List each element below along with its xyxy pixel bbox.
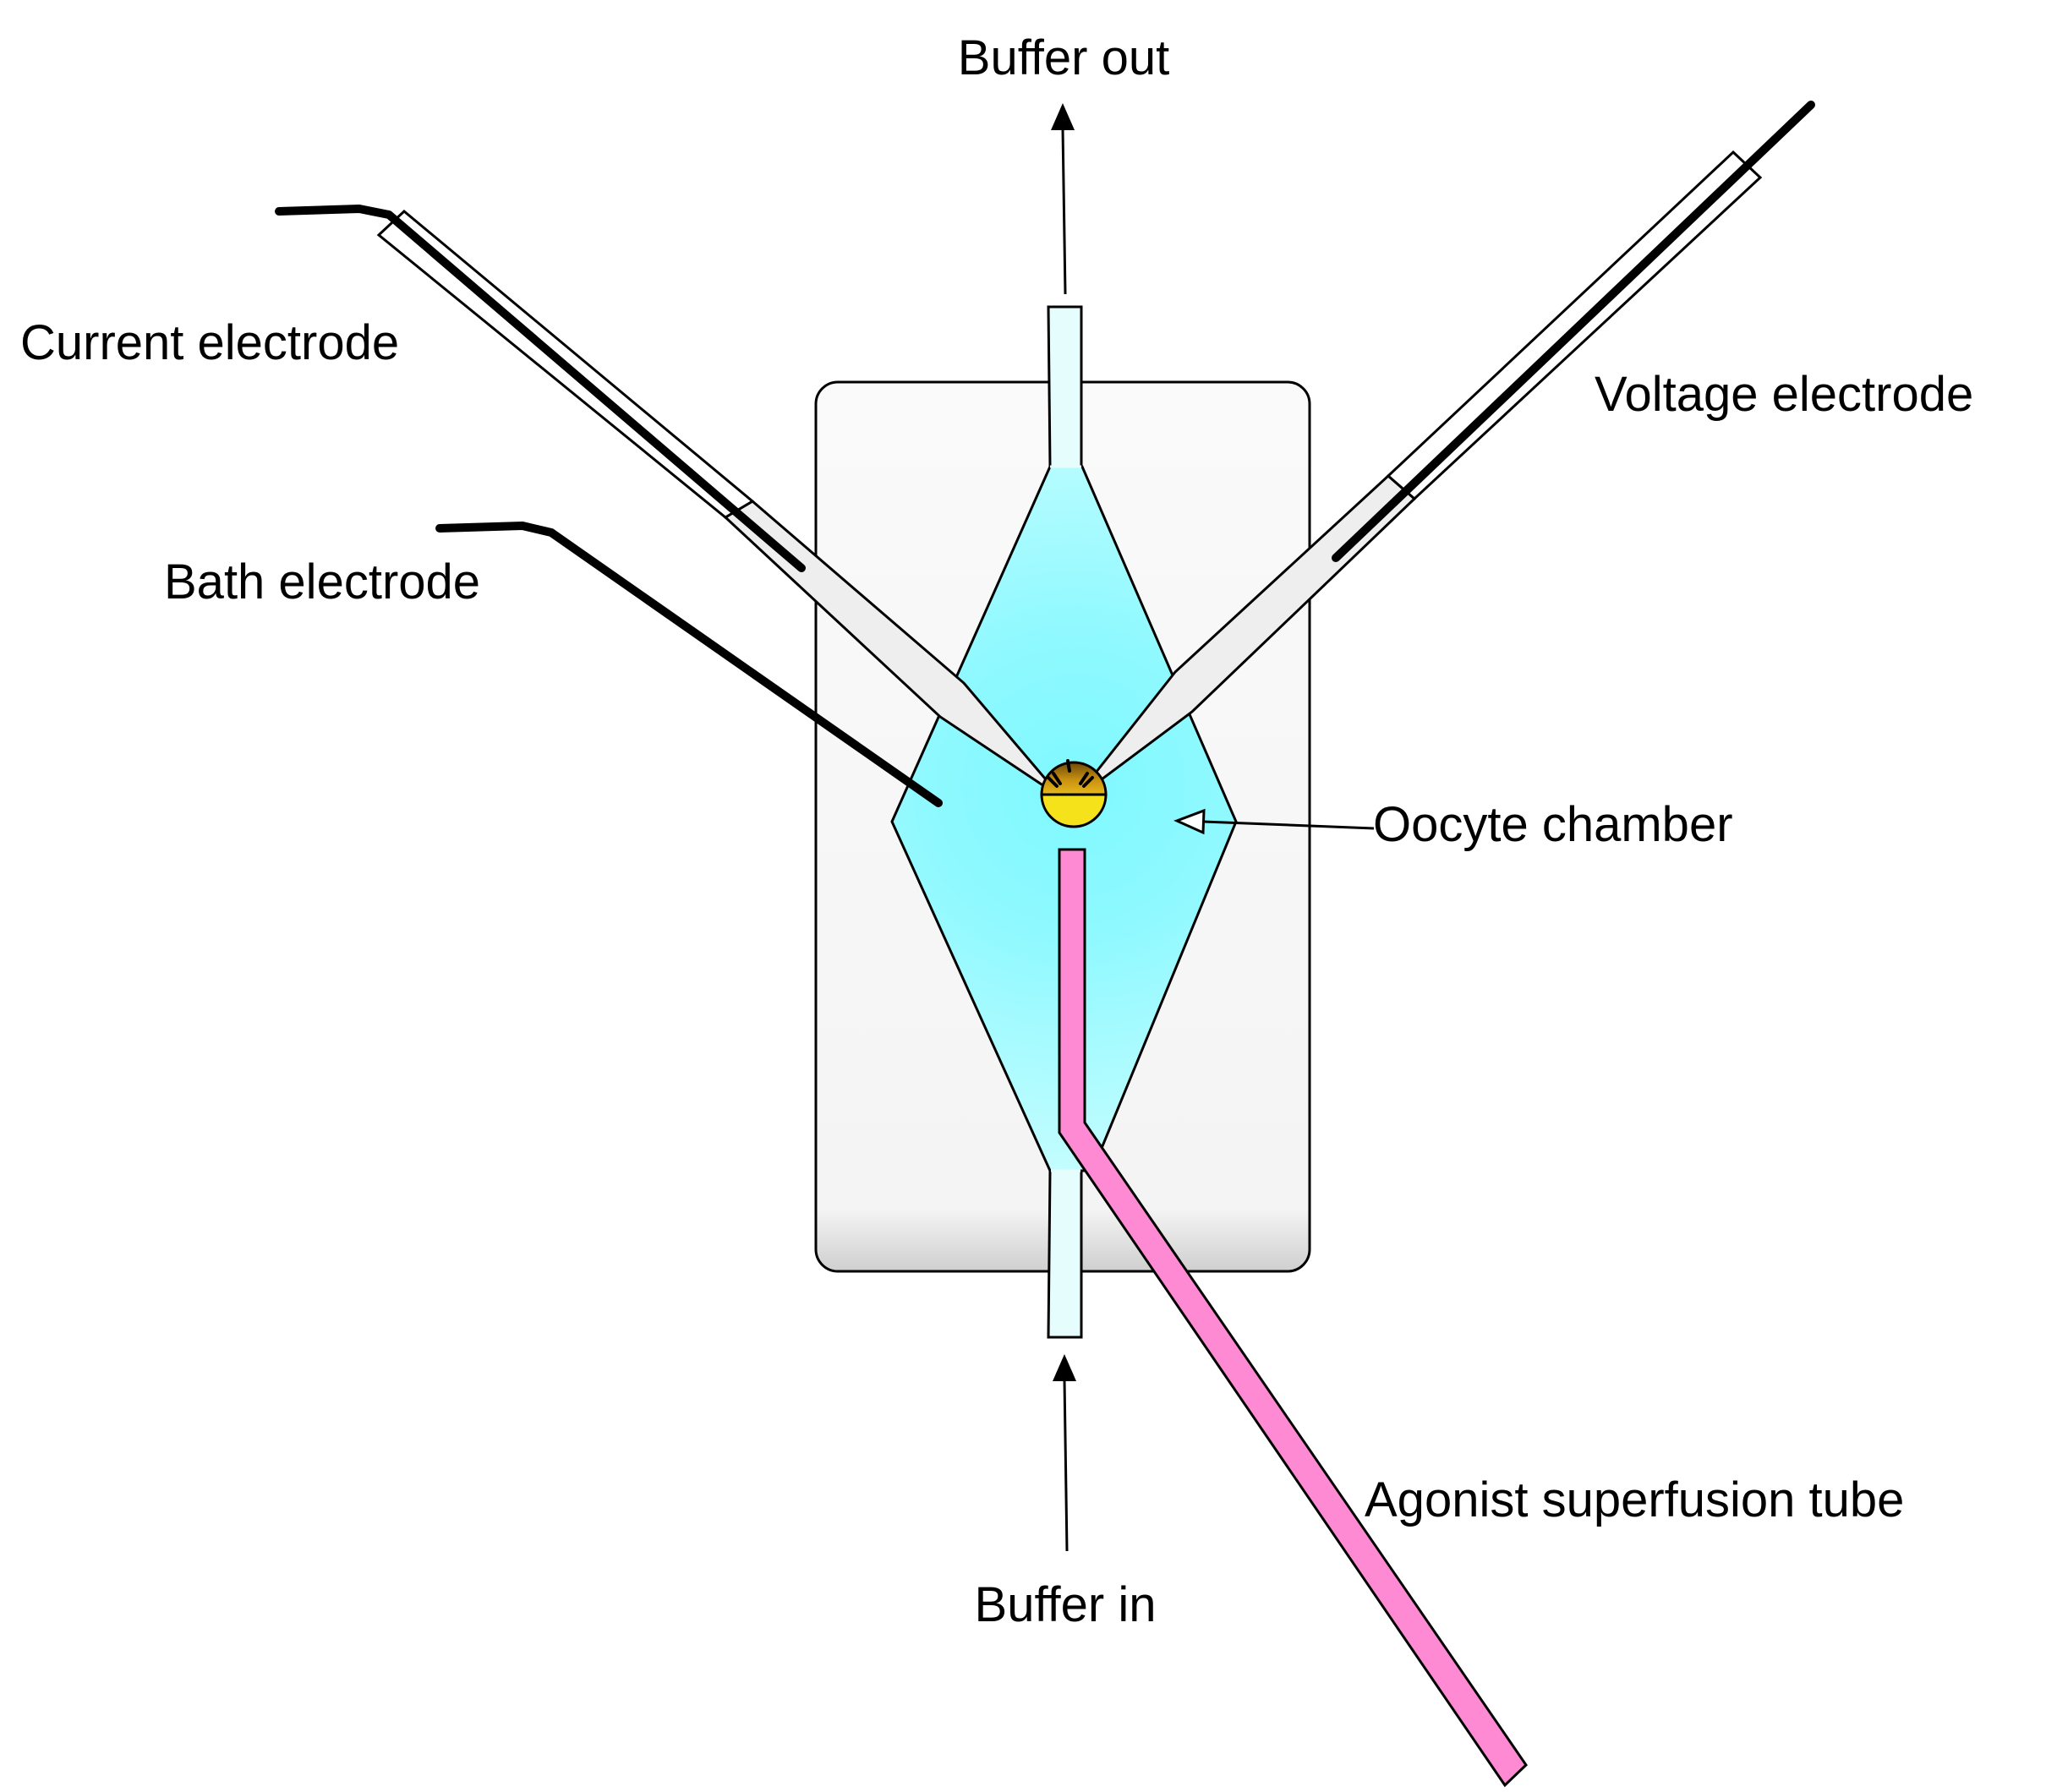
buffer-in-arrow	[1053, 1354, 1076, 1552]
oocyte-vegetal-pole	[1040, 793, 1108, 828]
buffer-outlet-tube	[1047, 305, 1083, 468]
buffer-out-label: Buffer out	[958, 30, 1169, 85]
current-electrode-wire	[275, 205, 806, 572]
oocyte-chamber-pointer	[1173, 808, 1375, 835]
current-electrode-label: Current electrode	[20, 315, 399, 370]
oocyte-chamber-label: Oocyte chamber	[1373, 797, 1733, 852]
agonist-superfusion-tube	[1058, 848, 1528, 1788]
voltage-electrode	[1083, 101, 1815, 786]
buffer-inlet-tube	[1047, 1169, 1083, 1339]
voltage-electrode-label: Voltage electrode	[1595, 367, 1973, 422]
bath-electrode-label: Bath electrode	[164, 555, 480, 609]
current-electrode	[275, 205, 1053, 786]
agonist-superfusion-tube-label: Agonist superfusion tube	[1365, 1472, 1904, 1527]
oocyte	[1040, 759, 1108, 828]
buffer-in-label: Buffer in	[975, 1577, 1157, 1632]
voltage-electrode-wire	[1332, 101, 1815, 562]
buffer-out-arrow	[1051, 103, 1075, 295]
bath-electrode-wire	[435, 522, 943, 807]
